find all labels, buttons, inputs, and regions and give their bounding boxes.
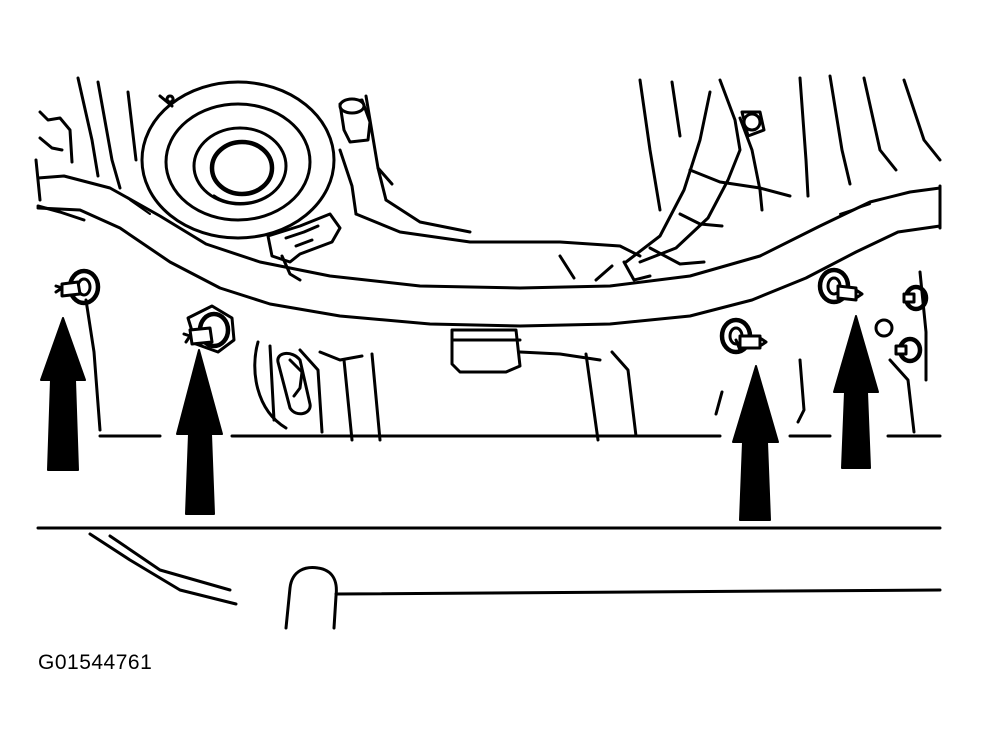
center-frame — [354, 78, 682, 282]
bolt-far-left — [54, 268, 101, 306]
front-crossmember — [34, 158, 942, 328]
upper-body-structure — [38, 74, 942, 282]
arrow-bolt-far-right — [833, 315, 879, 469]
mount-stud — [338, 94, 388, 216]
figure-code: G01544761 — [38, 651, 153, 674]
indicator-arrows — [40, 315, 879, 521]
bolt-right — [719, 317, 768, 355]
arrow-bolt-right — [732, 365, 779, 521]
arrow-bolt-left — [176, 349, 223, 515]
bolt-far-right — [817, 267, 864, 305]
bolt-left — [182, 304, 236, 354]
left-arm-bushing — [253, 340, 324, 434]
strut-mount — [140, 80, 336, 240]
lower-panel — [36, 434, 942, 630]
steering-rack-fitting — [266, 212, 342, 282]
center-bracket — [318, 328, 638, 442]
arrow-bolt-far-left — [40, 317, 86, 471]
small-fasteners — [874, 284, 929, 364]
